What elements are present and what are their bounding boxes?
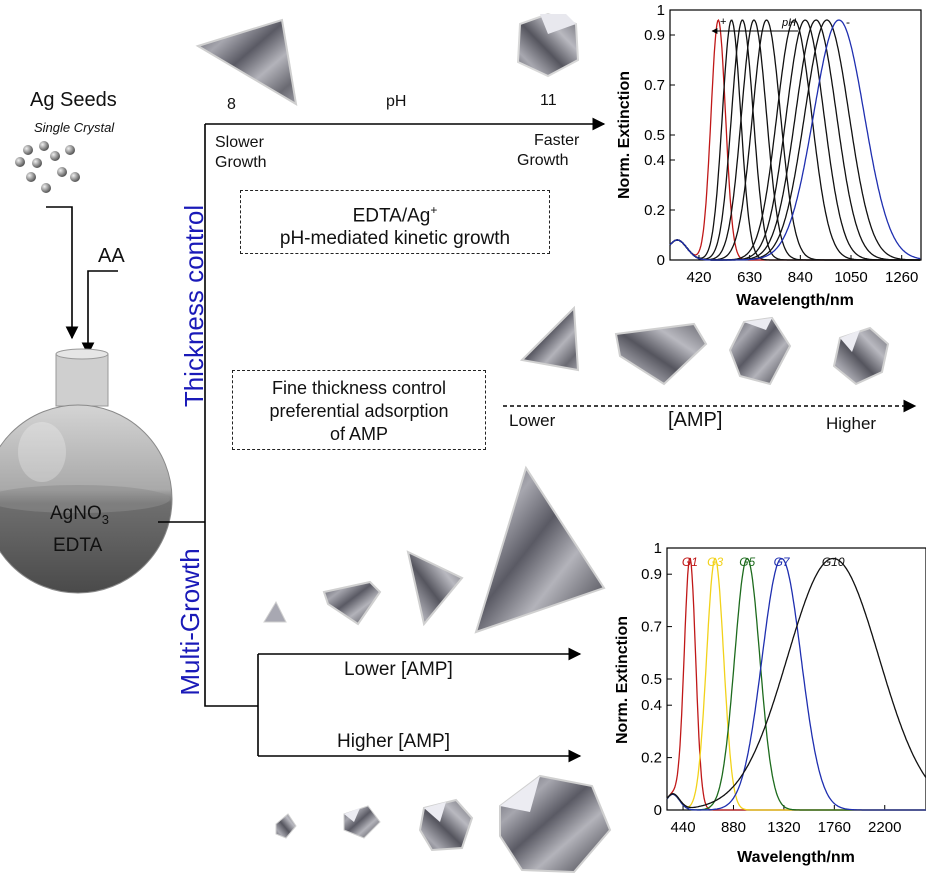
amp-label: [AMP] (668, 409, 723, 431)
nanoplate-triangle-top (195, 18, 298, 106)
reagent-aa: AA (98, 245, 125, 267)
chart1-x-ticks: 420 630 840 1050 1260 (686, 255, 918, 286)
flask (0, 348, 173, 594)
chart2-y-ticks: 0 0.2 0.4 0.5 0.7 0.9 1 (641, 540, 672, 819)
nanoplate-amp-1 (519, 305, 580, 372)
ph-high-value: 11 (540, 92, 557, 109)
higher-amp-label: Higher [AMP] (337, 731, 450, 752)
slower-growth-line2: Growth (215, 154, 267, 171)
chart1-y-tick-label: 0.9 (644, 27, 665, 44)
branch-lines (158, 117, 606, 763)
chart2-y-tick-label: 0.9 (641, 566, 662, 583)
edta-box-main: EDTA/Ag (352, 205, 431, 227)
chart2-x-tick-label: 2200 (868, 819, 901, 836)
chart1-minus: - (846, 15, 850, 29)
chart1-x-label: Wavelength/nm (736, 292, 854, 309)
chart2-series-label-g5: G5 (739, 555, 755, 569)
chart2-x-tick-label: 880 (721, 819, 746, 836)
chart1-y-tick-label: 0.4 (644, 152, 665, 169)
chart1-series (669, 18, 921, 261)
edta-box-line1: EDTA/Ag+ (241, 199, 549, 227)
chart2-series-label-g3: G3 (707, 555, 723, 569)
nanoplate-growth-4 (474, 465, 606, 634)
nanoplate-growth-8 (499, 774, 612, 874)
chart-ph-spectra: 0 0.2 0.4 0.5 0.7 0.9 1 420 630 840 1050 1260 + pH… (616, 2, 922, 309)
chart2-x-label: Wavelength/nm (737, 849, 855, 866)
nanoplate-growth-2 (322, 580, 382, 626)
chart1-annotation-ph: pH (781, 17, 796, 29)
branch-multi-growth: Multi-Growth (175, 548, 205, 696)
nanoplate-amp-3 (728, 316, 792, 386)
chart2-series (666, 557, 926, 811)
amp-lower: Lower (509, 411, 556, 430)
chart2-y-tick-label: 0.4 (641, 697, 662, 714)
flask-agno3-sub: 3 (101, 511, 109, 527)
chart1-y-ticks: 0 0.2 0.4 0.5 0.7 0.9 1 (644, 2, 675, 269)
flask-edta: EDTA (53, 535, 103, 556)
chart1-x-tick-label: 420 (686, 269, 711, 286)
ph-low-value: 8 (227, 96, 236, 113)
chart2-series-line-4 (666, 557, 926, 811)
amp-box-line2: preferential adsorption (269, 401, 449, 421)
chart1-series-line-10 (669, 19, 921, 261)
nanoplate-hexagon-top (516, 12, 580, 78)
chart2-y-tick-label: 0.2 (641, 750, 662, 767)
amp-box-line1: Fine thickness control (271, 378, 447, 398)
nanoplate-growth-3 (406, 550, 464, 627)
edta-box-line2: pH-mediated kinetic growth (279, 228, 511, 250)
nanoplate-growth-1 (263, 600, 287, 623)
chart1-x-tick-label: 1050 (834, 269, 867, 286)
chart1-y-tick-label: 1 (657, 2, 665, 19)
seed-particles (15, 141, 80, 193)
chart2-y-label: Norm. Extinction (614, 616, 631, 744)
seeds-subtitle: Single Crystal (34, 120, 115, 135)
chart2-series-label-g7: G7 (774, 555, 791, 569)
nanoplate-growth-5 (275, 813, 297, 839)
faster-growth-line2: Growth (517, 152, 569, 169)
reagent-lines (46, 206, 118, 356)
amp-mechanism-box: Fine thickness control preferential adso… (232, 370, 486, 450)
amp-box-line3: of AMP (329, 424, 389, 444)
nanoplate-amp-2 (614, 322, 708, 386)
chart2-x-tick-label: 1760 (818, 819, 851, 836)
edta-box-sup: + (430, 203, 438, 217)
chart1-y-label: Norm. Extinction (616, 71, 633, 199)
chart2-y-tick-label: 0 (654, 802, 662, 819)
chart1-x-tick-label: 630 (737, 269, 762, 286)
chart1-y-tick-label: 0.2 (644, 202, 665, 219)
chart2-series-labels: G1 G3 G5 G7 G10 (682, 555, 845, 569)
flask-agno3: AgNO3 (50, 504, 109, 526)
amp-higher: Higher (826, 414, 877, 433)
chart2-series-label-g10: G10 (822, 555, 845, 569)
chart1-y-tick-label: 0.5 (644, 127, 665, 144)
lower-amp-label: Lower [AMP] (344, 659, 453, 680)
chart2-y-tick-label: 1 (654, 540, 662, 557)
chart2-x-tick-label: 440 (671, 819, 696, 836)
ph-axis-label: pH (386, 93, 407, 110)
chart2-y-tick-label: 0.5 (641, 671, 662, 688)
chart1-x-tick-label: 840 (788, 269, 813, 286)
chart1-y-tick-label: 0.7 (644, 77, 665, 94)
chart2-x-ticks: 440 880 1320 1760 2200 (671, 805, 901, 836)
slower-growth-line1: Slower (215, 134, 264, 151)
branch-thickness-control: Thickness control (179, 204, 209, 408)
chart2-y-tick-label: 0.7 (641, 619, 662, 636)
nanoplate-growth-6 (343, 805, 381, 839)
chart2-series-line-5 (666, 557, 926, 809)
chart1-y-tick-label: 0 (657, 252, 665, 269)
faster-growth-line1: Faster (534, 132, 580, 149)
edta-mechanism-box: EDTA/Ag+ pH-mediated kinetic growth (240, 190, 550, 254)
chart1-x-tick-label: 1260 (885, 269, 918, 286)
chart2-series-label-g1: G1 (682, 555, 698, 569)
chart2-x-tick-label: 1320 (767, 819, 800, 836)
chart1-plus: + (720, 16, 726, 28)
nanoplate-growth-7 (418, 798, 474, 852)
nanoplate-amp-4 (832, 326, 890, 386)
flask-agno3-main: AgNO (50, 503, 102, 524)
seeds-title: Ag Seeds (30, 89, 117, 111)
